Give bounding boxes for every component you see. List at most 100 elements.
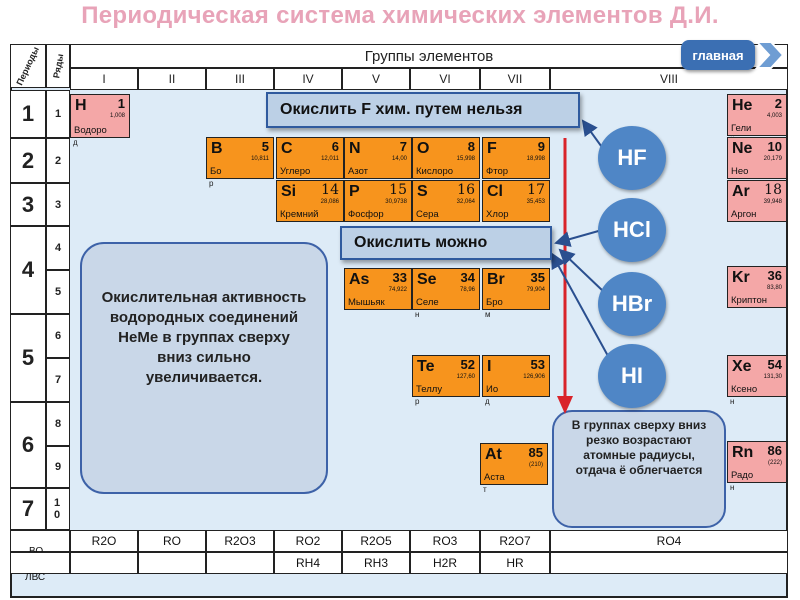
element-mass: 74,922 bbox=[388, 287, 407, 293]
element-number: 15 bbox=[389, 182, 407, 198]
row-label: 2 bbox=[54, 154, 62, 167]
oxide-formula: RO4 bbox=[656, 534, 682, 548]
element-symbol: At bbox=[485, 446, 502, 463]
row-cell-5: 5 bbox=[46, 270, 70, 314]
element-symbol: P bbox=[349, 183, 360, 200]
row-label: 7 bbox=[54, 374, 62, 386]
element-mass: 32,064 bbox=[456, 199, 475, 205]
element-name: Фосфор bbox=[348, 209, 384, 220]
row-cell-4: 4 bbox=[46, 226, 70, 270]
element-symbol: Ar bbox=[732, 183, 750, 200]
main-button[interactable]: главная bbox=[681, 40, 755, 70]
element-name: Хлор bbox=[486, 209, 509, 220]
element-name: Аргон bbox=[731, 209, 757, 220]
group-header-viii: VIII bbox=[550, 68, 788, 90]
hydrides-label-cell: ЛВС bbox=[10, 552, 70, 583]
row-cell-8: 8 bbox=[46, 402, 70, 446]
element-symbol: H bbox=[75, 97, 87, 114]
oxide-cell-5: R2O5 bbox=[342, 530, 410, 552]
group-header-iii: III bbox=[206, 68, 274, 90]
row-cell-7: 7 bbox=[46, 358, 70, 402]
element-mass: 14,00 bbox=[391, 156, 407, 162]
element-symbol: Br bbox=[487, 271, 505, 288]
bubble-hcl: HCl bbox=[598, 198, 666, 262]
banner-can-oxidize-text: Окислить можно bbox=[354, 234, 488, 251]
element-symbol: Rn bbox=[732, 444, 754, 461]
element-symbol: S bbox=[417, 183, 428, 200]
element-number: 53 bbox=[530, 357, 545, 372]
oxide-cell-7: R2O7 bbox=[480, 530, 550, 552]
row-label: 10 bbox=[54, 497, 61, 521]
element-number: 7 bbox=[399, 139, 407, 154]
row-cell-6: 6 bbox=[46, 314, 70, 358]
period-label: 7 bbox=[21, 496, 35, 521]
banner-cannot-oxidize: Окислить F хим. путем нельзя bbox=[266, 92, 580, 128]
element-name: Ксено bbox=[731, 384, 758, 395]
element-name: Теллу bbox=[416, 384, 443, 395]
group-label: V bbox=[371, 72, 380, 86]
hydride-cell-1 bbox=[70, 552, 138, 574]
element-number: 2 bbox=[774, 96, 782, 111]
element-name: Ио bbox=[486, 384, 499, 395]
bubble-hbr: HBr bbox=[598, 272, 666, 336]
group-header-vi: VI bbox=[410, 68, 480, 90]
element-mass: 79,904 bbox=[526, 287, 545, 293]
oxides-label-cell: ВО bbox=[10, 530, 70, 557]
oxide-formula: RO2 bbox=[295, 534, 321, 548]
element-symbol: Te bbox=[417, 358, 435, 375]
element-name: Бро bbox=[486, 297, 503, 308]
element-name: Водоро bbox=[74, 125, 107, 136]
element-mass: 28,086 bbox=[320, 199, 339, 205]
group-header-i: I bbox=[70, 68, 138, 90]
chevron-right-icon[interactable] bbox=[753, 38, 787, 72]
main-button-label: главная bbox=[692, 47, 744, 63]
element-number: 6 bbox=[331, 139, 339, 154]
element-number: 33 bbox=[392, 270, 407, 285]
element-name-overflow: д bbox=[73, 138, 78, 147]
period-label: 1 bbox=[21, 101, 35, 126]
element-name: Азот bbox=[348, 166, 369, 177]
element-symbol: He bbox=[732, 97, 753, 114]
element-mass: (210) bbox=[528, 462, 543, 468]
group-header-v: V bbox=[342, 68, 410, 90]
note-atomic-radii-text: В группах сверху вниз резко возрастают а… bbox=[571, 418, 707, 477]
rows-header-label: Ряды bbox=[50, 53, 66, 79]
element-number: 36 bbox=[767, 268, 782, 283]
element-name-overflow: т bbox=[483, 485, 487, 494]
bubble-hbr-label: HBr bbox=[611, 291, 653, 316]
element-name: Сера bbox=[416, 209, 439, 220]
oxide-cell-8: RO4 bbox=[550, 530, 788, 552]
element-name-overflow: н bbox=[730, 483, 735, 492]
group-header-vii: VII bbox=[480, 68, 550, 90]
element-symbol: Cl bbox=[487, 183, 503, 200]
groups-header-label: Группы элементов bbox=[364, 47, 494, 65]
element-mass: 131,30 bbox=[763, 374, 782, 380]
element-symbol: B bbox=[211, 140, 223, 157]
element-symbol: Se bbox=[417, 271, 437, 288]
element-name-overflow: р bbox=[415, 397, 420, 406]
element-name-overflow: р bbox=[209, 179, 214, 188]
element-mass: 78,96 bbox=[459, 287, 475, 293]
